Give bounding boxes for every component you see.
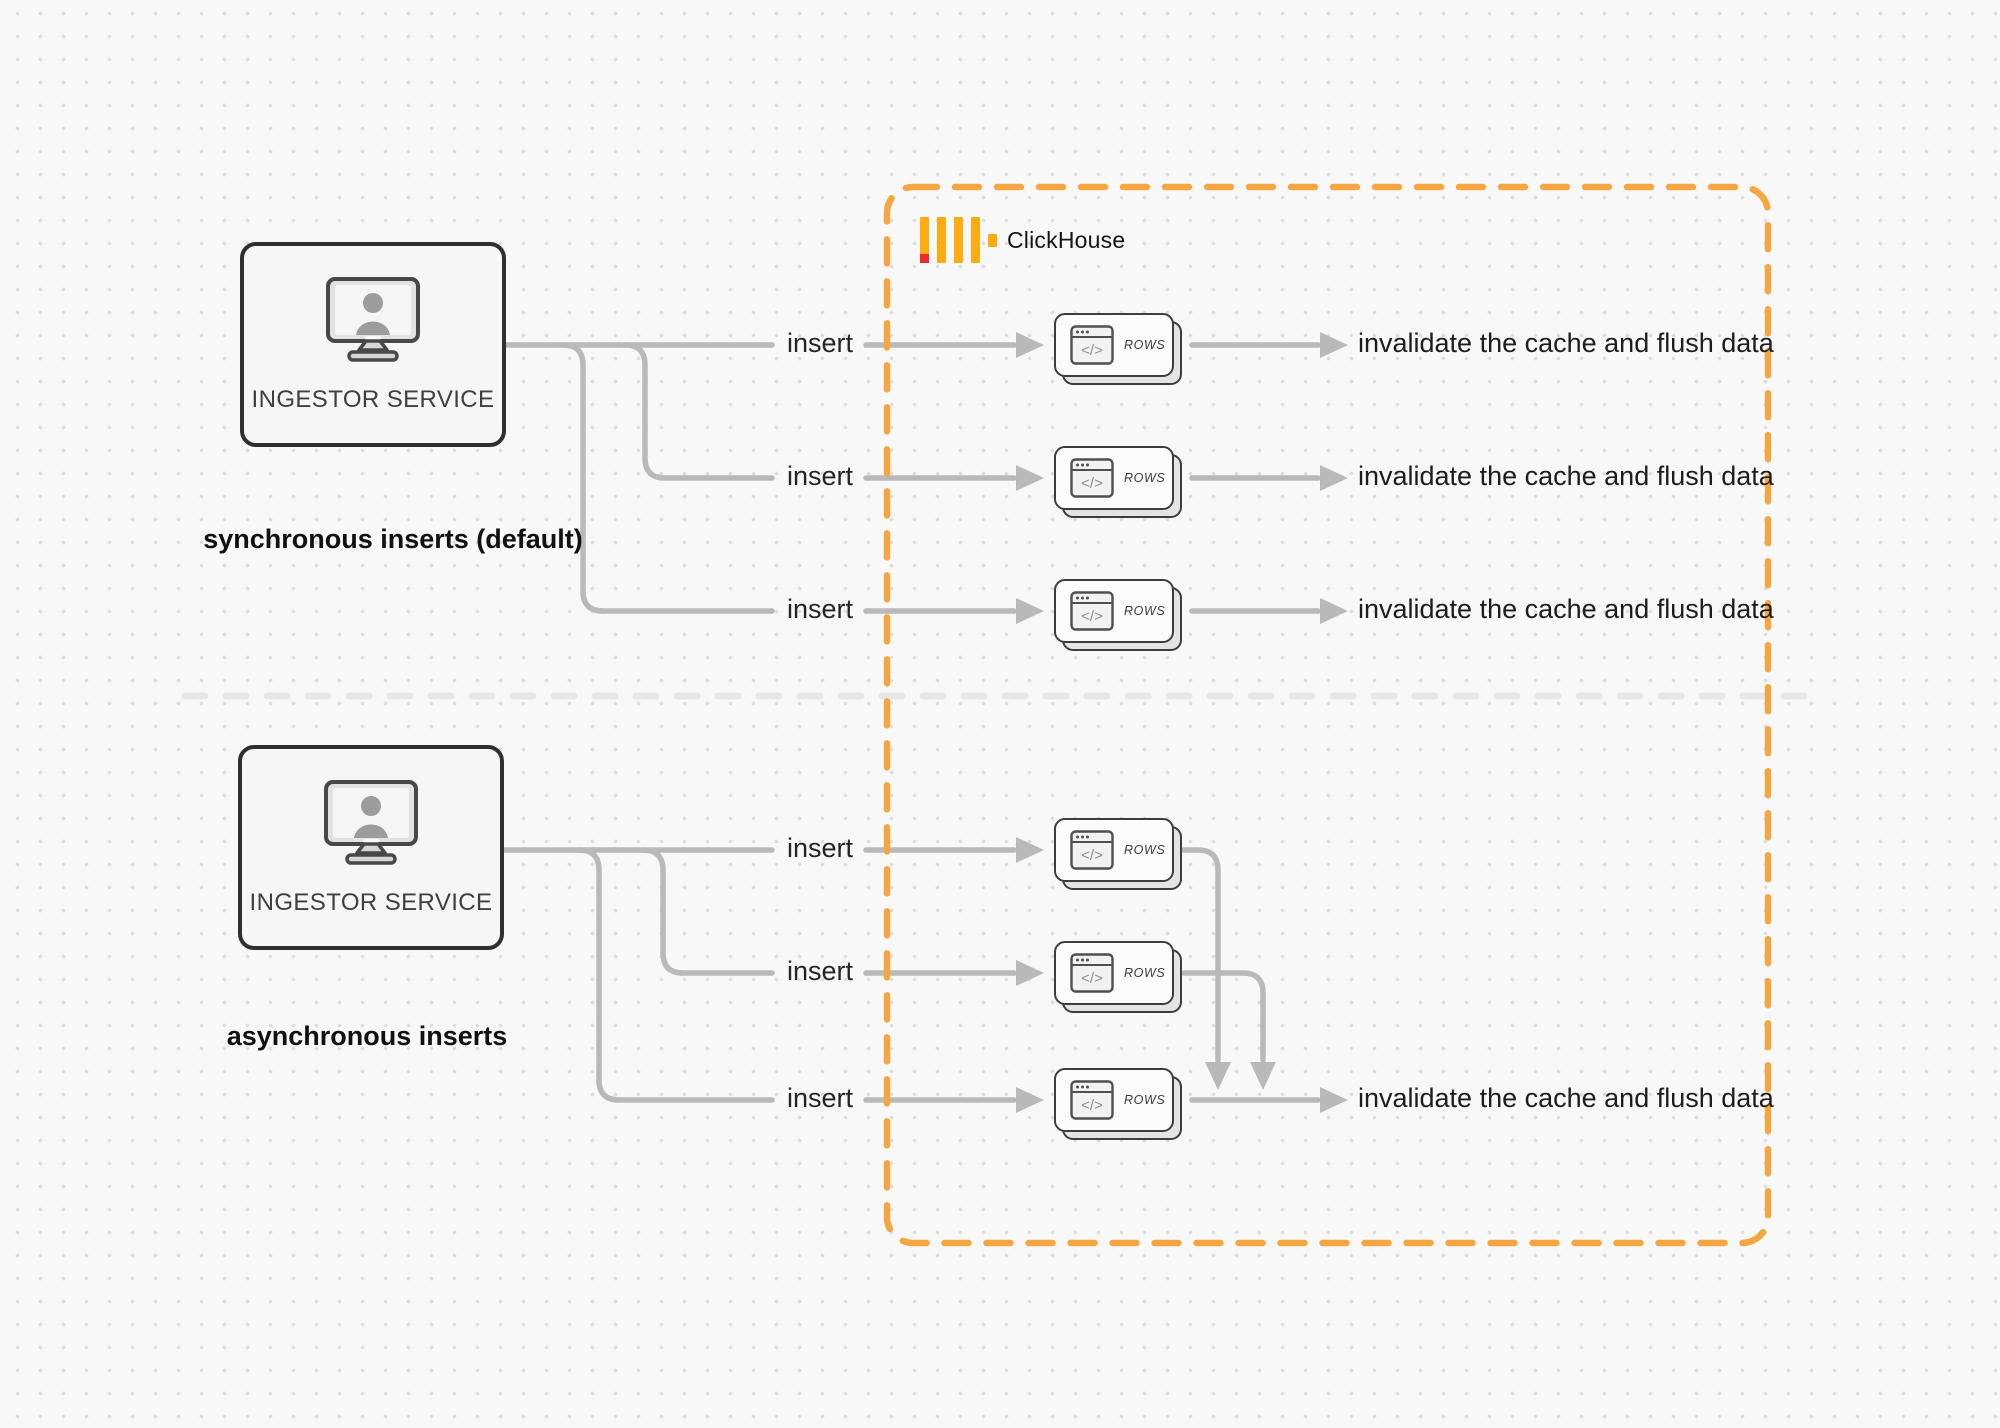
code-window-icon: </> [1070, 830, 1114, 870]
arrowhead-down [1205, 1062, 1231, 1090]
arrowhead [1016, 598, 1044, 624]
arrowhead [1320, 332, 1348, 358]
clickhouse-red-accent [920, 254, 929, 263]
insert-label: insert [786, 1083, 854, 1113]
arrowhead [1320, 465, 1348, 491]
result-label: invalidate the cache and flush data [1358, 1083, 1774, 1113]
ingestor-service-box: INGESTOR SERVICE [240, 242, 506, 447]
ingestor-service-label: INGESTOR SERVICE [251, 386, 495, 413]
arrowhead [1320, 1087, 1348, 1113]
code-window-icon: </> [1070, 953, 1114, 993]
async-merge-connector-2 [1181, 970, 1266, 1063]
arrowhead [1320, 598, 1348, 624]
clickhouse-boundary [883, 183, 1772, 1247]
rows-node: </> ROWS [1054, 313, 1182, 385]
svg-text:</>: </> [1081, 342, 1103, 359]
arrowhead [1016, 332, 1044, 358]
ingestor-service-box: INGESTOR SERVICE [238, 745, 504, 950]
svg-text:</>: </> [1081, 970, 1103, 987]
clickhouse-bars-icon [920, 217, 1000, 265]
insert-label: insert [786, 594, 854, 624]
insert-label: insert [786, 461, 854, 491]
ingestor-service-label: INGESTOR SERVICE [249, 889, 493, 916]
arrowhead [1016, 1087, 1044, 1113]
rows-node: </> ROWS [1054, 818, 1182, 890]
sync-caption: synchronous inserts (default) [203, 524, 583, 554]
arrowhead [1016, 837, 1044, 863]
svg-text:</>: </> [1081, 608, 1103, 625]
arrowhead [1016, 960, 1044, 986]
code-window-icon: </> [1070, 325, 1114, 365]
svg-text:</>: </> [1081, 847, 1103, 864]
rows-node: </> ROWS [1054, 446, 1182, 518]
rows-label: ROWS [1124, 843, 1166, 857]
rows-label: ROWS [1124, 966, 1166, 980]
async-caption: asynchronous inserts [226, 1021, 508, 1051]
clickhouse-brand-name: ClickHouse [1007, 227, 1126, 253]
insert-label: insert [786, 956, 854, 986]
rows-label: ROWS [1124, 1093, 1166, 1107]
rows-label: ROWS [1124, 471, 1166, 485]
async-merge-connector-1 [1181, 847, 1221, 1063]
code-window-icon: </> [1070, 1080, 1114, 1120]
svg-text:</>: </> [1081, 1097, 1103, 1114]
code-window-icon: </> [1070, 591, 1114, 631]
rows-node: </> ROWS [1054, 941, 1182, 1013]
result-label: invalidate the cache and flush data [1358, 594, 1774, 624]
rows-label: ROWS [1124, 604, 1166, 618]
async-branch-3-connector [576, 847, 775, 1103]
result-label: invalidate the cache and flush data [1358, 461, 1774, 491]
insert-label: insert [786, 328, 854, 358]
user-monitor-icon [324, 780, 418, 865]
user-monitor-icon [326, 277, 420, 362]
svg-text:</>: </> [1081, 475, 1103, 492]
insert-label: insert [786, 833, 854, 863]
arrowhead [1016, 465, 1044, 491]
async-branch-2-connector [640, 847, 775, 976]
sync-branch-2-connector [622, 342, 775, 481]
code-window-icon: </> [1070, 458, 1114, 498]
rows-label: ROWS [1124, 338, 1166, 352]
rows-node: </> ROWS [1054, 579, 1182, 651]
rows-node: </> ROWS [1054, 1068, 1182, 1140]
result-label: invalidate the cache and flush data [1358, 328, 1774, 358]
sync-branch-3-connector [560, 342, 775, 614]
arrowhead-down [1250, 1062, 1276, 1090]
